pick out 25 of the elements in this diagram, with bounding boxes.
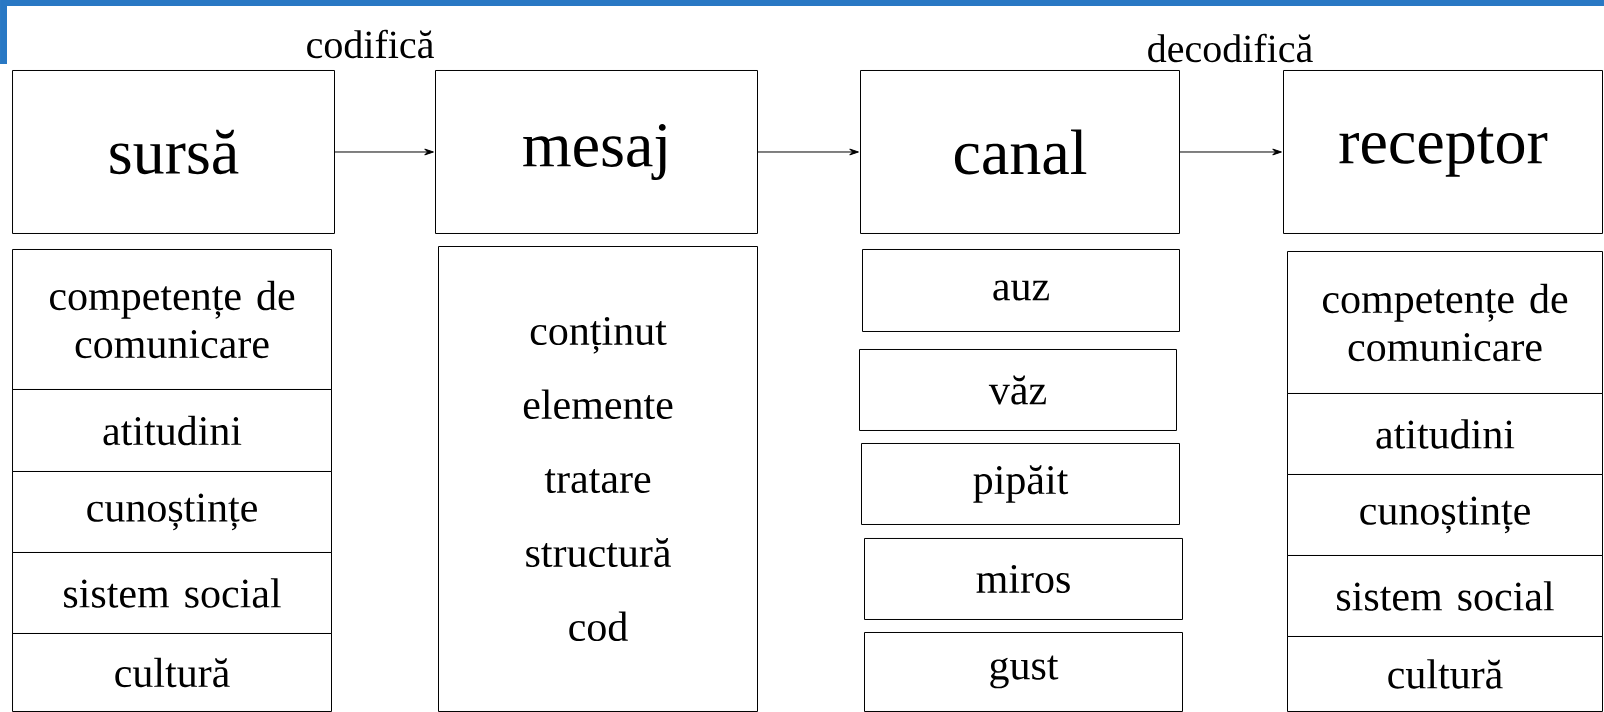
attribute-cell: miros (864, 538, 1183, 620)
title-box: receptor (1283, 70, 1603, 234)
attribute-cell: cultură (12, 633, 332, 712)
title-box: canal (860, 70, 1180, 234)
arrow (334, 148, 434, 156)
attribute-cell: sistem social (12, 552, 332, 634)
attribute-cell: sistem social (1287, 555, 1603, 637)
attribute-cell: cunoștințe (1287, 474, 1603, 556)
title-box: mesaj (435, 70, 758, 234)
action-label: decodifică (1148, 33, 1313, 63)
title-box: sursă (12, 70, 335, 234)
attribute-cell: văz (859, 349, 1177, 431)
arrow (757, 148, 859, 156)
attribute-cell: gust (864, 632, 1183, 712)
attribute-cell: auz (862, 249, 1180, 332)
attribute-cell: atitudini (1287, 393, 1603, 475)
list-box: conținut elemente tratare structură cod (438, 246, 758, 712)
attribute-cell: atitudini (12, 389, 332, 472)
attribute-cell: competențe de comunicare (12, 249, 332, 390)
attribute-cell: cunoștințe (12, 471, 332, 553)
attribute-cell: cultură (1287, 636, 1603, 712)
arrow (1179, 148, 1282, 156)
attribute-cell: competențe de comunicare (1287, 251, 1603, 394)
attribute-cell: pipăit (861, 443, 1180, 525)
action-label: codifică (307, 29, 434, 59)
